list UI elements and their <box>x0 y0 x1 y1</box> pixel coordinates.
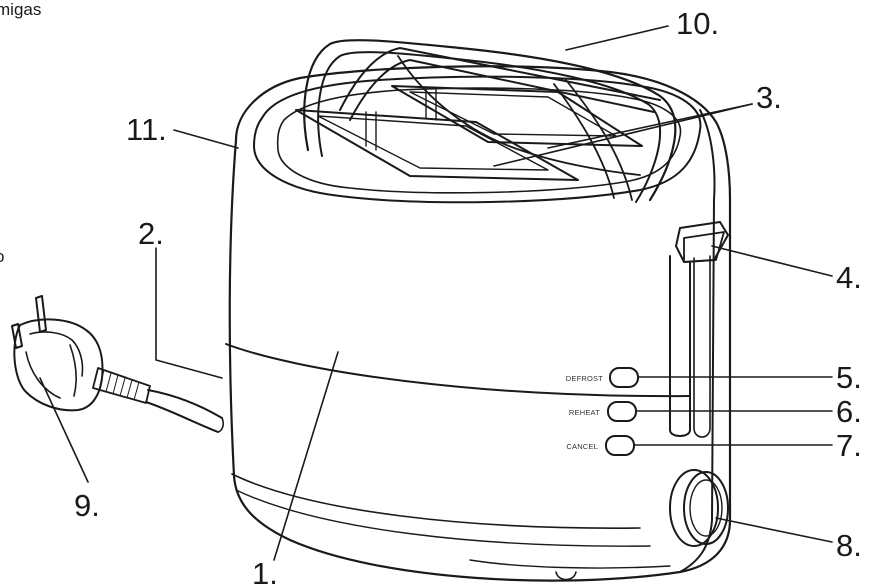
reheat-label: REHEAT <box>569 408 600 417</box>
callout-7: 7. <box>836 428 862 463</box>
callout-5: 5. <box>836 360 862 395</box>
callout-2: 2. <box>138 216 164 251</box>
edge-text-o: o <box>0 247 4 266</box>
callout-4: 4. <box>836 260 862 295</box>
power-cord-and-plug <box>11 295 225 433</box>
leader-lines <box>39 25 833 561</box>
callout-labels: 1. 2. 3. 4. 5. 6. 7. 8. 9. 10. 11. <box>74 6 862 587</box>
callout-3: 3. <box>756 80 782 115</box>
bun-warmer-rack <box>303 39 677 203</box>
reheat-button[interactable] <box>607 401 637 422</box>
cancel-button[interactable] <box>605 435 635 456</box>
control-buttons: DEFROST REHEAT CANCEL <box>566 367 639 456</box>
plug <box>11 295 104 412</box>
callout-10: 10. <box>676 6 719 41</box>
callout-8: 8. <box>836 528 862 563</box>
callout-1: 1. <box>252 556 278 587</box>
callout-9: 9. <box>74 488 100 523</box>
bread-slot-left <box>295 109 579 181</box>
callout-11: 11. <box>126 112 167 147</box>
cancel-label: CANCEL <box>566 442 598 451</box>
browning-control-knob[interactable] <box>669 469 729 547</box>
toaster-body <box>225 65 732 582</box>
defrost-button[interactable] <box>609 367 639 388</box>
callout-6: 6. <box>836 394 862 429</box>
lift-lever <box>669 221 729 438</box>
edge-text-migas: migas <box>0 0 41 19</box>
defrost-label: DEFROST <box>566 374 603 383</box>
